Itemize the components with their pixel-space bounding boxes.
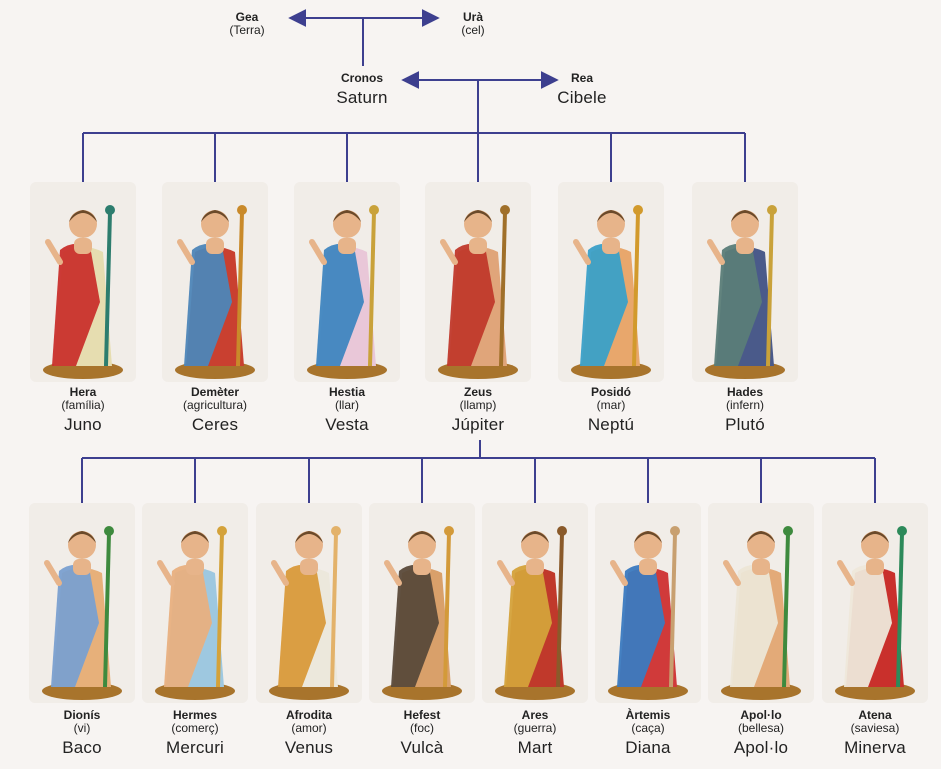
- gea-domain: (Terra): [229, 23, 265, 38]
- zeus-greek-name: Zeus: [463, 385, 492, 399]
- dionis-greek-name: Dionís: [63, 708, 101, 722]
- hera-figurine: [30, 182, 136, 382]
- hestia-domain: (llar): [334, 398, 359, 413]
- atena-label: Atena(saviesa)Minerva: [844, 708, 906, 757]
- demeter-figurine: [162, 182, 268, 382]
- artemis-greek-name: Àrtemis: [625, 708, 671, 722]
- ura-node: Urà (cel): [461, 10, 485, 38]
- hades-label: Hades(infern)Plutó: [725, 385, 765, 434]
- atena-roman-name: Minerva: [844, 737, 906, 757]
- ares-greek-name: Ares: [521, 708, 549, 722]
- atena-greek-name: Atena: [858, 708, 892, 722]
- hades-figurine: [692, 182, 798, 382]
- demeter-roman-name: Ceres: [191, 414, 239, 434]
- posido-greek-name: Posidó: [590, 385, 631, 399]
- demeter-label: Demèter(agricultura)Ceres: [182, 385, 248, 434]
- demeter-domain: (agricultura): [182, 398, 248, 413]
- ura-domain: (cel): [461, 23, 485, 38]
- demeter-greek-name: Demèter: [190, 385, 240, 399]
- apol-lo-roman-name: Apol·lo: [733, 737, 789, 757]
- afrodita-domain: (amor): [291, 721, 327, 736]
- afrodita-roman-name: Venus: [284, 737, 334, 757]
- apol-lo-label: Apol·lo(bellesa)Apol·lo: [733, 708, 789, 757]
- artemis-figurine: [595, 503, 701, 703]
- zeus-label: Zeus(llamp)Júpiter: [451, 385, 505, 434]
- gea-name: Gea: [235, 10, 259, 24]
- cronos-node: Cronos Saturn: [336, 71, 388, 108]
- hades-domain: (infern): [725, 398, 764, 413]
- ares-figurine: [482, 503, 588, 703]
- posido-label: Posidó(mar)Neptú: [587, 385, 635, 434]
- cronos-name: Cronos: [340, 71, 383, 85]
- atena-domain: (saviesa): [850, 721, 900, 736]
- hades-greek-name: Hades: [726, 385, 764, 399]
- hermes-label: Hermes(comerç)Mercuri: [165, 708, 225, 757]
- afrodita-label: Afrodita(amor)Venus: [284, 708, 334, 757]
- artemis-label: Àrtemis(caça)Diana: [625, 708, 671, 757]
- hera-domain: (família): [61, 398, 105, 413]
- apol-lo-figurine: [708, 503, 814, 703]
- hera-roman-name: Juno: [64, 414, 102, 434]
- hera-greek-name: Hera: [69, 385, 97, 399]
- atena-figurine: [822, 503, 928, 703]
- hefest-domain: (foc): [410, 721, 434, 736]
- hades-roman-name: Plutó: [725, 414, 765, 434]
- dionis-label: Dionís(vi)Baco: [62, 708, 102, 757]
- posido-roman-name: Neptú: [587, 414, 635, 434]
- hermes-greek-name: Hermes: [172, 708, 218, 722]
- dionis-domain: (vi): [73, 721, 91, 736]
- hermes-domain: (comerç): [171, 721, 219, 736]
- afrodita-greek-name: Afrodita: [285, 708, 332, 722]
- ares-domain: (guerra): [513, 721, 557, 736]
- hestia-figurine: [294, 182, 400, 382]
- hefest-label: Hefest(foc)Vulcà: [400, 708, 444, 757]
- rea-roman-name: Cibele: [557, 88, 607, 108]
- hermes-figurine: [142, 503, 248, 703]
- apol-lo-domain: (bellesa): [737, 721, 785, 736]
- ares-label: Ares(guerra)Mart: [513, 708, 557, 757]
- rea-name: Rea: [570, 71, 593, 85]
- ura-name: Urà: [462, 10, 483, 24]
- dionis-roman-name: Baco: [62, 737, 102, 757]
- hefest-figurine: [369, 503, 475, 703]
- afrodita-figurine: [256, 503, 362, 703]
- cronos-roman-name: Saturn: [336, 88, 388, 108]
- zeus-domain: (llamp): [459, 398, 497, 413]
- rea-node: Rea Cibele: [557, 71, 607, 108]
- posido-figurine: [558, 182, 664, 382]
- artemis-roman-name: Diana: [625, 737, 671, 757]
- hestia-label: Hestia(llar)Vesta: [325, 385, 369, 434]
- posido-domain: (mar): [596, 398, 626, 413]
- hefest-roman-name: Vulcà: [400, 737, 444, 757]
- zeus-figurine: [425, 182, 531, 382]
- zeus-roman-name: Júpiter: [451, 414, 505, 434]
- hestia-roman-name: Vesta: [325, 414, 369, 434]
- hefest-greek-name: Hefest: [403, 708, 441, 722]
- hermes-roman-name: Mercuri: [165, 737, 225, 757]
- ares-roman-name: Mart: [517, 737, 553, 757]
- hestia-greek-name: Hestia: [328, 385, 366, 399]
- gea-node: Gea (Terra): [229, 10, 265, 38]
- dionis-figurine: [29, 503, 135, 703]
- apol-lo-greek-name: Apol·lo: [740, 708, 782, 722]
- hera-label: Hera(família)Juno: [61, 385, 105, 434]
- artemis-domain: (caça): [631, 721, 665, 736]
